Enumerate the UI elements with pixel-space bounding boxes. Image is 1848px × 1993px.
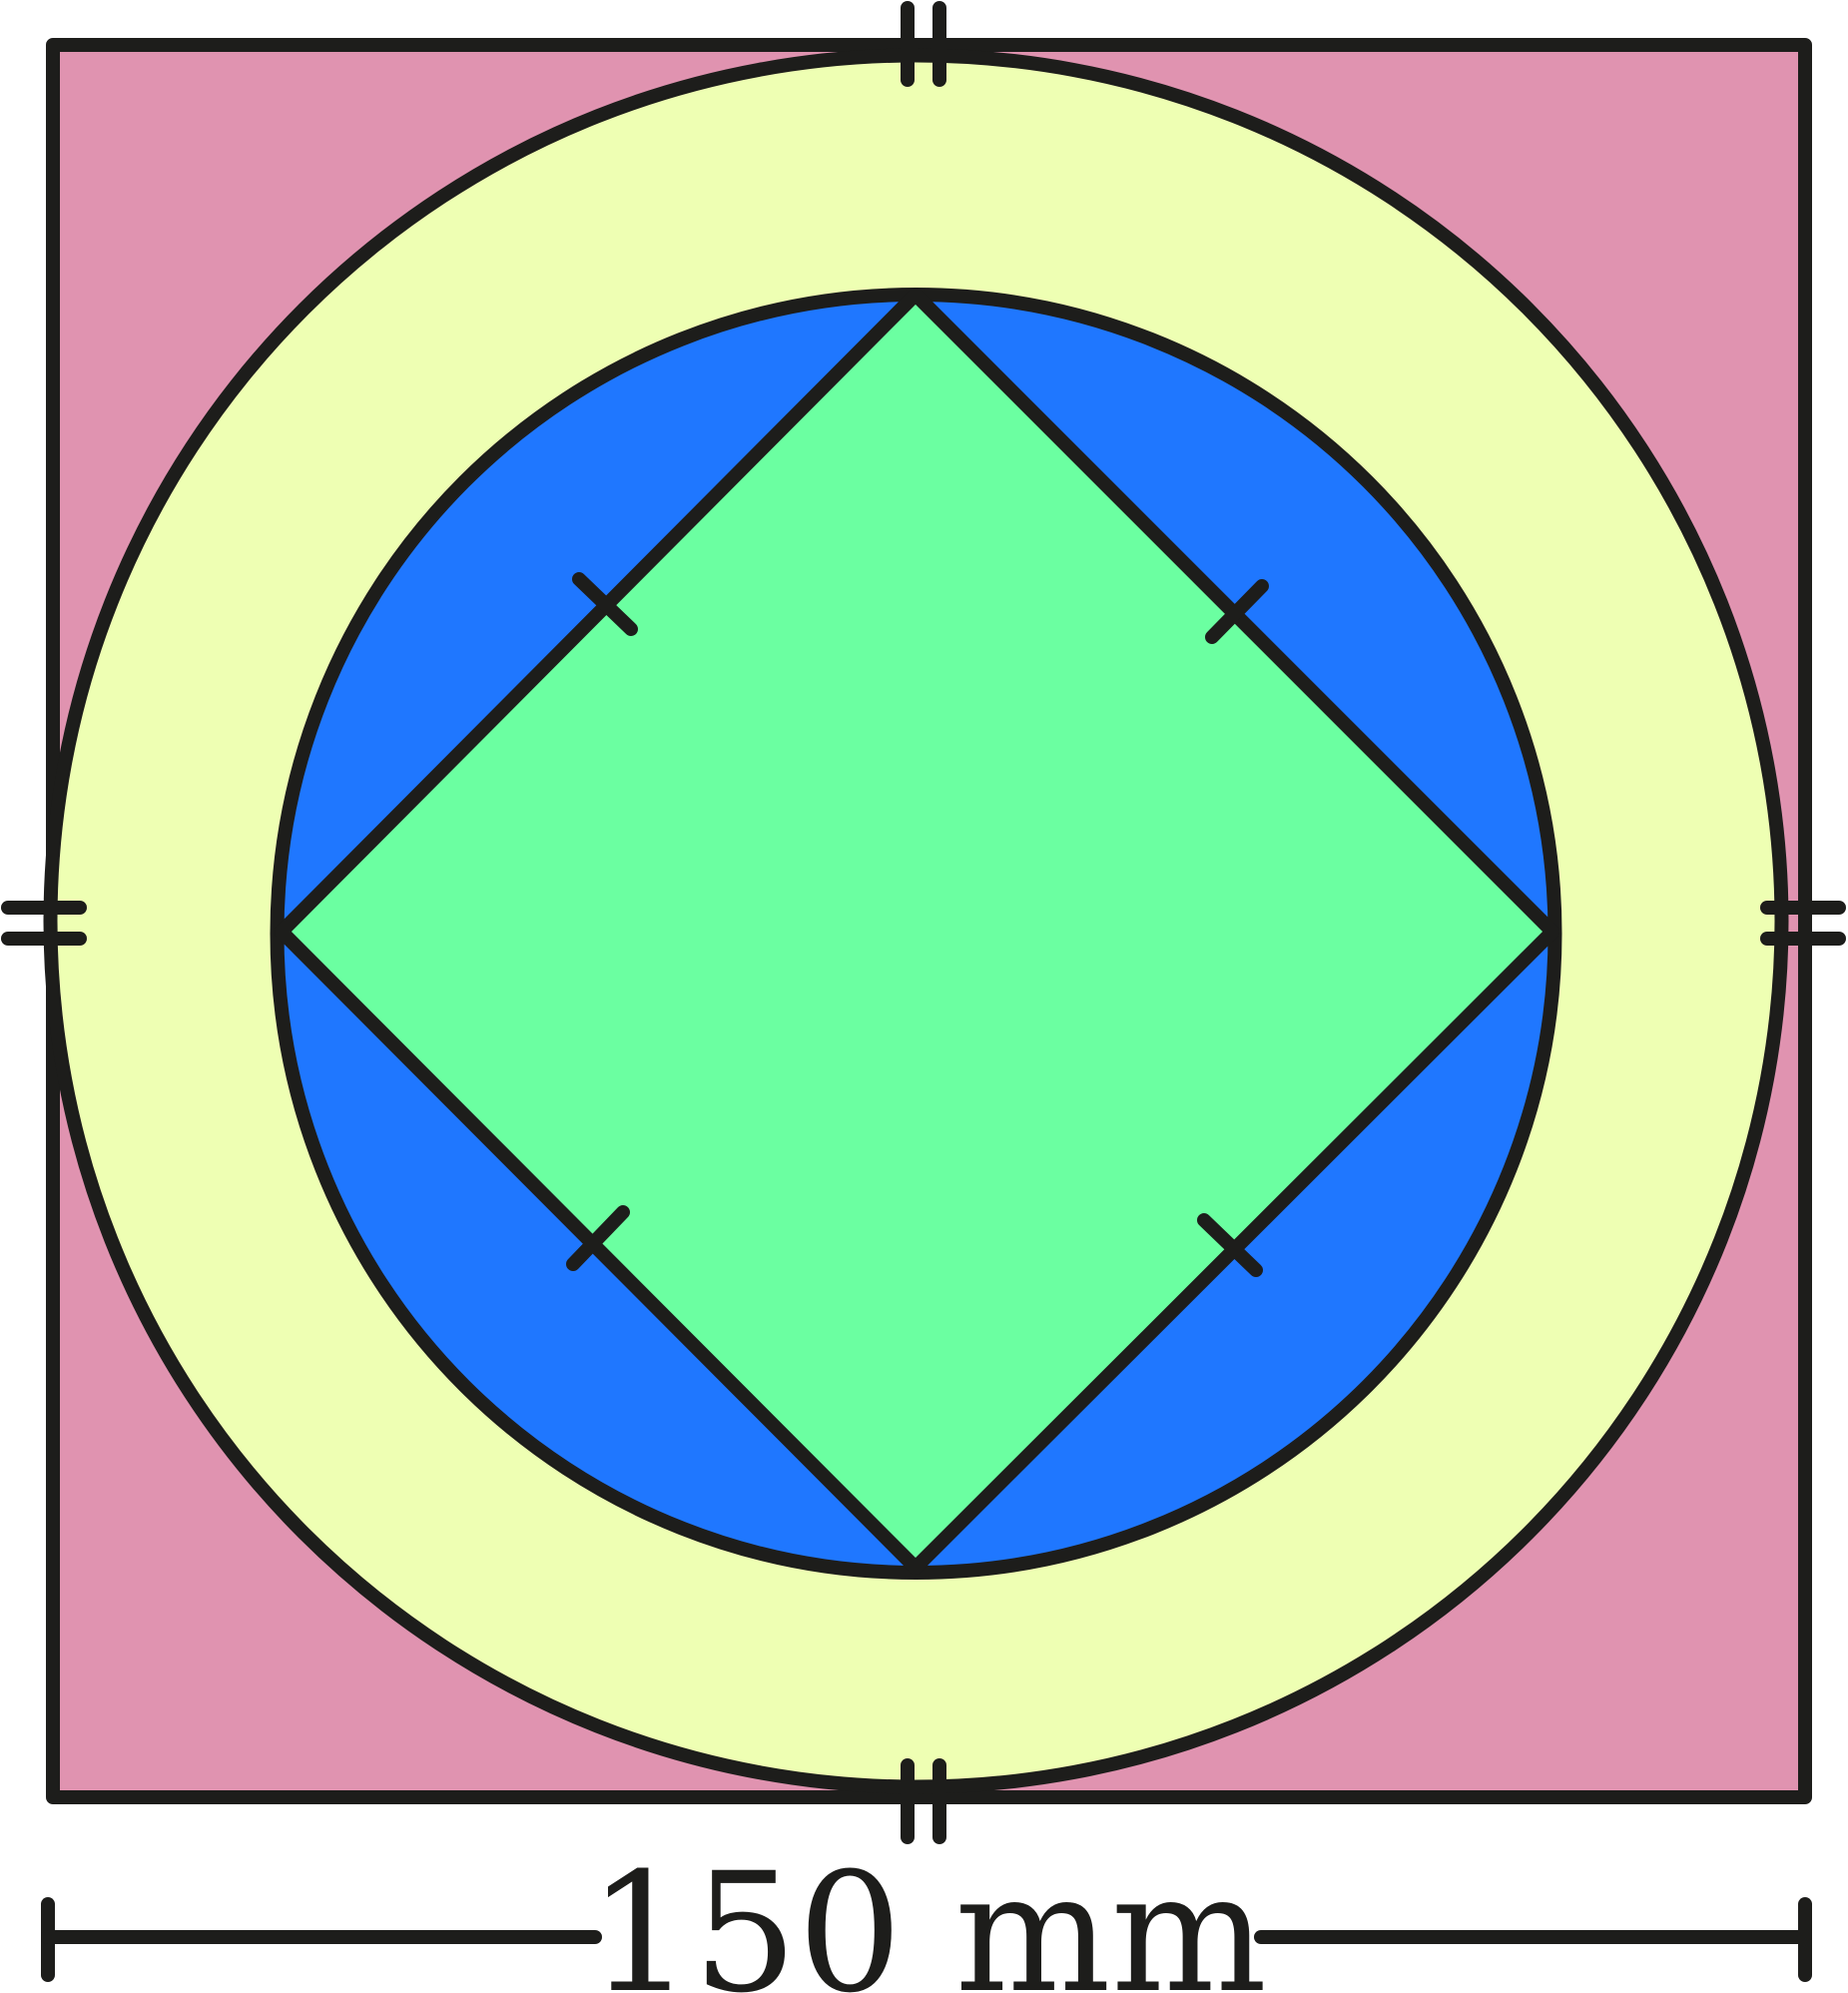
- tick-lower-right: [1197, 1213, 1263, 1277]
- tangent-double-tick-marks: [1, 1, 1846, 1844]
- dimension-line: [41, 1897, 1812, 1982]
- inscribed-diamond: [275, 288, 1559, 1575]
- dimension-label: 150 mm: [588, 1837, 1267, 1993]
- diamond-side-tick-marks: [566, 572, 1269, 1277]
- tick-upper-left: [572, 572, 638, 636]
- tick-lower-left: [566, 1205, 630, 1271]
- tick-upper-right: [1205, 579, 1269, 644]
